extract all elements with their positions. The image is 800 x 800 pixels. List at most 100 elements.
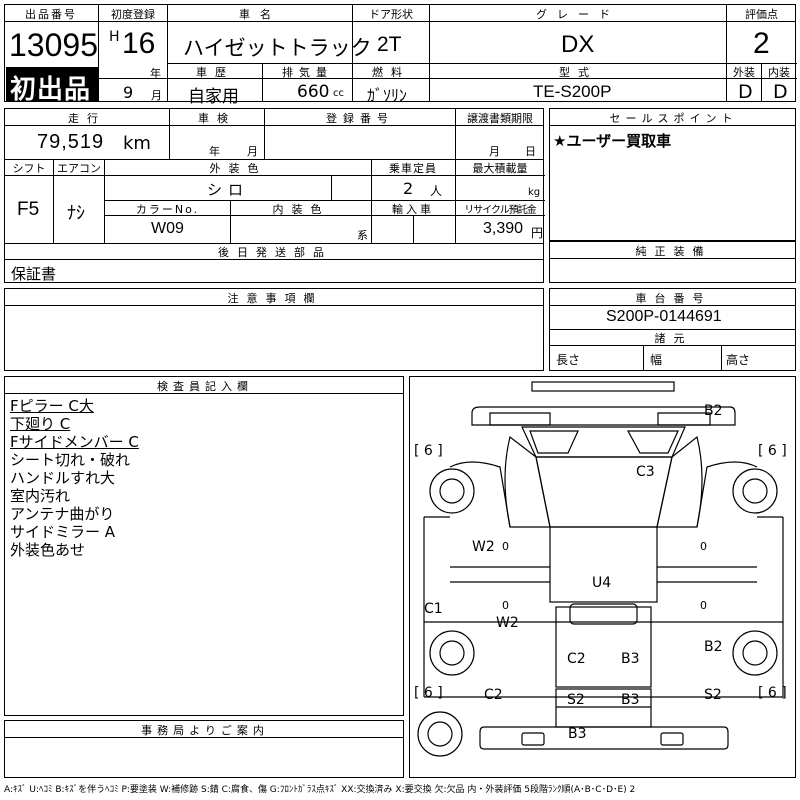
history-label: 車歴: [196, 66, 234, 79]
first-reg-label: 初度登録: [111, 8, 155, 21]
inspector-note: ハンドルすれ大: [10, 469, 116, 487]
damage-code: W2: [496, 615, 519, 631]
chassis-number: S200P-0144691: [606, 308, 722, 325]
capacity-unit: 人: [430, 184, 443, 198]
office-info-box: 事務局よりご案内: [4, 720, 404, 778]
recycle-fee: 3,390: [483, 220, 524, 237]
transfer-label: 譲渡書類期限: [467, 112, 533, 125]
damage-code: U4: [592, 575, 612, 591]
vehicle-info-table: 走行 車検 登録番号 譲渡書類期限 79,519 km 年 月 月 日 シフト …: [4, 108, 545, 283]
inspector-note: サイドミラー A: [10, 523, 116, 541]
notes-label: 注意事項欄: [227, 292, 323, 305]
interior-label: 内装: [768, 66, 790, 79]
inspection-month-unit: 月: [247, 145, 258, 158]
genuine-label: 純正装備: [635, 245, 712, 258]
import-label: 輸入車: [392, 203, 434, 216]
damage-code: B2: [704, 403, 723, 419]
mileage-unit: km: [123, 133, 151, 154]
first-listing-badge-text: 初出品: [10, 75, 92, 105]
height-label: 高さ: [726, 353, 751, 367]
inspector-note: Fピラー C大: [10, 397, 94, 415]
displacement: 660: [297, 82, 330, 102]
aircon-label: エアコン: [57, 162, 101, 175]
lot-number: 13095: [9, 27, 98, 63]
first-listing-badge: [6, 67, 98, 101]
inspector-note: 下廻り C: [10, 415, 71, 433]
zero-mark: 0: [502, 540, 509, 553]
truck-outline: [417, 381, 784, 757]
later-parts: 保証書: [11, 265, 57, 283]
width-label: 幅: [650, 353, 663, 367]
fuel-label: 燃料: [372, 66, 410, 79]
fuel: ｶﾞｿﾘﾝ: [367, 86, 408, 105]
color: シロ: [207, 181, 250, 199]
color-no: W09: [151, 220, 184, 237]
recycle-label: リサイクル預託金: [464, 205, 537, 216]
year-unit: 年: [150, 67, 161, 80]
inspection-label: 車検: [198, 112, 236, 125]
dims-label: 諸元: [654, 332, 693, 345]
grade: DX: [561, 31, 595, 58]
month-unit: 月: [151, 89, 162, 102]
color-no-label: カラーNo.: [135, 203, 200, 216]
chassis-box: 車台番号 S200P-0144691 諸元 長さ 幅 高さ: [549, 288, 796, 371]
chassis-label: 車台番号: [635, 292, 712, 305]
damage-code: C1: [424, 601, 443, 617]
score: 2: [753, 27, 770, 60]
zero-mark: 0: [502, 599, 509, 612]
genuine-equipment-box: 純正装備: [549, 241, 796, 283]
capacity-label: 乗車定員: [389, 162, 437, 175]
tire-tread-bracket: [ 6 ]: [414, 443, 443, 459]
capacity: 2: [403, 179, 414, 198]
model-label: 型式: [559, 66, 597, 79]
score-label: 評価点: [745, 8, 778, 21]
damage-code: B2: [704, 639, 723, 655]
inspector-label: 検査員記入欄: [157, 380, 253, 393]
car-name: ハイゼットトラック: [183, 36, 372, 60]
vehicle-diagram: B2 C3 W2 U4 C1 W2 C2 B3 B2 C2 S2 S2 B3 B…: [409, 376, 796, 778]
later-parts-label: 後日発送部品: [218, 246, 332, 259]
inspector-note: 外装色あせ: [10, 541, 86, 559]
recycle-unit: 円: [531, 226, 544, 240]
damage-code: B3: [621, 692, 640, 708]
shift-label: シフト: [12, 162, 46, 175]
color-label: 外装色: [209, 162, 267, 175]
shift: F5: [17, 199, 40, 220]
inspector-note: Fサイドメンバー C: [10, 433, 139, 451]
transfer-month-unit: 月: [489, 145, 500, 158]
tire-tread-bracket: [ 6 ]: [758, 685, 787, 701]
load-label: 最大積載量: [472, 162, 528, 175]
inspector-notes-box: 検査員記入欄 Fピラー C大 下廻り C Fサイドメンバー C シート切れ・破れ…: [4, 376, 404, 716]
damage-code: S2: [567, 692, 585, 708]
displacement-label: 排気量: [282, 66, 333, 79]
office-label: 事務局よりご案内: [141, 724, 269, 737]
inspector-note: シート切れ・破れ: [10, 451, 131, 469]
exterior-grade: D: [738, 81, 753, 103]
aircon: ﾅｼ: [67, 203, 85, 224]
damage-code: C3: [636, 464, 655, 480]
inspector-note: アンテナ曲がり: [10, 505, 115, 523]
inspector-note: 室内汚れ: [10, 487, 71, 505]
zero-mark: 0: [700, 540, 707, 553]
interior-color-unit: 系: [357, 229, 368, 242]
history: 自家用: [188, 87, 239, 107]
header-block: 出品番号 13095 初出品 初度登録 H 16 年 9 月 車名 ハイゼットト…: [4, 4, 797, 107]
model: TE-S200P: [533, 82, 612, 101]
mileage-label: 走行: [68, 112, 106, 125]
car-name-label: 車名: [239, 8, 281, 21]
legend-footer: A:ｷｽﾞ U:ﾍｺﾐ B:ｷｽﾞを伴うﾍｺﾐ P:要塗装 W:補修跡 S:錆 …: [4, 785, 636, 795]
zero-mark: 0: [700, 599, 707, 612]
damage-code: C2: [484, 687, 503, 703]
mileage: 79,519: [37, 131, 105, 153]
reg-year: 16: [122, 27, 156, 60]
plate-label: 登録番号: [326, 112, 394, 125]
load-unit: kg: [528, 187, 541, 198]
notes-box: 注意事項欄: [4, 288, 544, 371]
era: H: [109, 29, 120, 45]
door-label: ドア形状: [369, 8, 413, 21]
damage-code: B3: [621, 651, 640, 667]
tire-tread-bracket: [ 6 ]: [758, 443, 787, 459]
reg-month: 9: [123, 83, 134, 102]
sales-points-label: セールスポイント: [609, 112, 738, 125]
door: 2T: [377, 33, 402, 56]
